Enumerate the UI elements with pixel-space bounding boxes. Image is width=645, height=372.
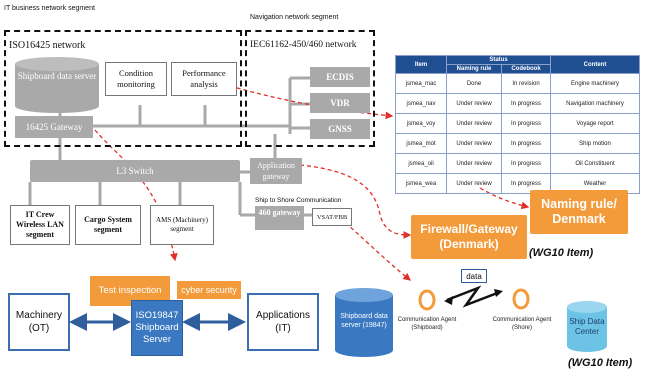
header-naming-rule: Naming rule	[446, 64, 502, 74]
cell-naming: Under review	[446, 153, 502, 174]
iso19847-server-box: ISO19847 Shipboard Server	[131, 300, 183, 356]
wg10-item-label-1: (WG10 Item)	[529, 247, 594, 259]
cell-content: Oil Constituent	[550, 153, 640, 174]
it-business-segment-label: IT business network segment	[4, 5, 95, 12]
applications-box: Applications (IT)	[247, 293, 319, 351]
firewall-gateway-callout: Firewall/Gateway (Denmark)	[411, 215, 527, 259]
data-link-zigzag	[446, 285, 501, 308]
cell-item: jsmea_mot	[395, 133, 447, 154]
header-codebook: Codebook	[501, 64, 551, 74]
agent-ring-shipboard	[418, 289, 436, 311]
cell-naming: Under review	[446, 93, 502, 114]
l3-switch-bar: L3 Switch	[30, 160, 240, 182]
ship-data-center-cylinder	[567, 301, 607, 352]
agent-shipboard-label: Communication Agent (Shipboard)	[397, 317, 457, 331]
application-gateway-box: Application gateway	[250, 158, 302, 184]
iso-network-region	[4, 30, 242, 147]
cell-codebook: In progress	[501, 113, 551, 134]
data-label-box: data	[461, 269, 487, 283]
condition-monitoring-label: Condition monitoring	[117, 68, 155, 89]
ecdis-box: ECDIS	[310, 67, 370, 87]
machinery-label: Machinery (OT)	[15, 310, 63, 334]
cell-naming: Done	[446, 73, 502, 94]
shipboard-db-label: Shipboard data server (19847)	[340, 313, 388, 329]
condition-monitoring-box: Condition monitoring	[105, 62, 167, 96]
iec-network-region	[245, 30, 375, 147]
cell-codebook: In progress	[501, 173, 551, 194]
cell-codebook: In revision	[501, 73, 551, 94]
iso19847-server-label: ISO19847 Shipboard Server	[135, 310, 179, 345]
vsat-fbb-box: VSAT/FBB	[312, 208, 352, 226]
gateway-16425-box: 16425 Gateway	[15, 116, 93, 138]
cell-content: Ship motion	[550, 133, 640, 154]
wg10-item-label-2: (WG10 Item)	[568, 357, 633, 369]
cell-naming: Under review	[446, 113, 502, 134]
applications-label: Applications (IT)	[256, 310, 310, 334]
cyber-security-callout: cyber security	[177, 281, 241, 299]
cell-item: jsmea_mac	[395, 73, 447, 94]
ship-data-center-label: Ship Data Center	[569, 317, 605, 336]
ams-segment-box: AMS (Machinery) segment	[150, 205, 214, 245]
cell-item: jsmea_wea	[395, 173, 447, 194]
it-crew-segment-label: IT Crew Wireless LAN segment	[16, 210, 64, 239]
test-inspection-callout: Test inspection	[90, 276, 170, 306]
agent-shore-label: Communication Agent (Shore)	[492, 317, 552, 331]
header-status: Status	[446, 55, 551, 65]
iec-network-label: IEC61162-450/460 network	[250, 40, 357, 50]
cell-codebook: In progress	[501, 133, 551, 154]
gateway-460-box: 460 gateway	[255, 206, 304, 230]
shipboard-db-cylinder	[335, 288, 393, 357]
header-item: Item	[395, 55, 447, 74]
cell-codebook: In progress	[501, 153, 551, 174]
cell-item: jsmea_oil	[395, 153, 447, 174]
status-table: Item Status Content Naming rule Codebook…	[395, 55, 640, 194]
vsat-fbb-label: VSAT/FBB	[316, 213, 348, 221]
machinery-box: Machinery (OT)	[8, 293, 70, 351]
naming-rule-denmark-callout: Naming rule/ Denmark	[530, 190, 628, 234]
ship-to-shore-label: Ship to Shore Communication	[255, 197, 342, 204]
cargo-system-box: Cargo System segment	[75, 205, 141, 245]
shipboard-data-server-cylinder	[15, 57, 99, 113]
cell-item: jsmea_nav	[395, 93, 447, 114]
ams-segment-label: AMS (Machinery) segment	[156, 216, 208, 233]
cell-naming: Under review	[446, 173, 502, 194]
iso-network-label: ISO16425 network	[9, 40, 86, 51]
performance-analysis-label: Performance analysis	[182, 68, 226, 89]
agent-ring-shore	[512, 288, 530, 310]
cargo-system-label: Cargo System segment	[84, 215, 132, 234]
cell-content: Navigation machinery	[550, 93, 640, 114]
cell-codebook: In progress	[501, 93, 551, 114]
cell-naming: Under review	[446, 133, 502, 154]
shipboard-data-server-label: Shipboard data server	[17, 71, 97, 81]
cell-item: jsmea_voy	[395, 113, 447, 134]
gnss-box: GNSS	[310, 119, 370, 139]
navigation-segment-label: Navigation network segment	[250, 14, 339, 21]
it-crew-segment-box: IT Crew Wireless LAN segment	[10, 205, 70, 245]
cell-content: Engine machinery	[550, 73, 640, 94]
header-content: Content	[550, 55, 640, 74]
cell-content: Voyage report	[550, 113, 640, 134]
performance-analysis-box: Performance analysis	[171, 62, 237, 96]
vdr-box: VDR	[310, 93, 370, 113]
